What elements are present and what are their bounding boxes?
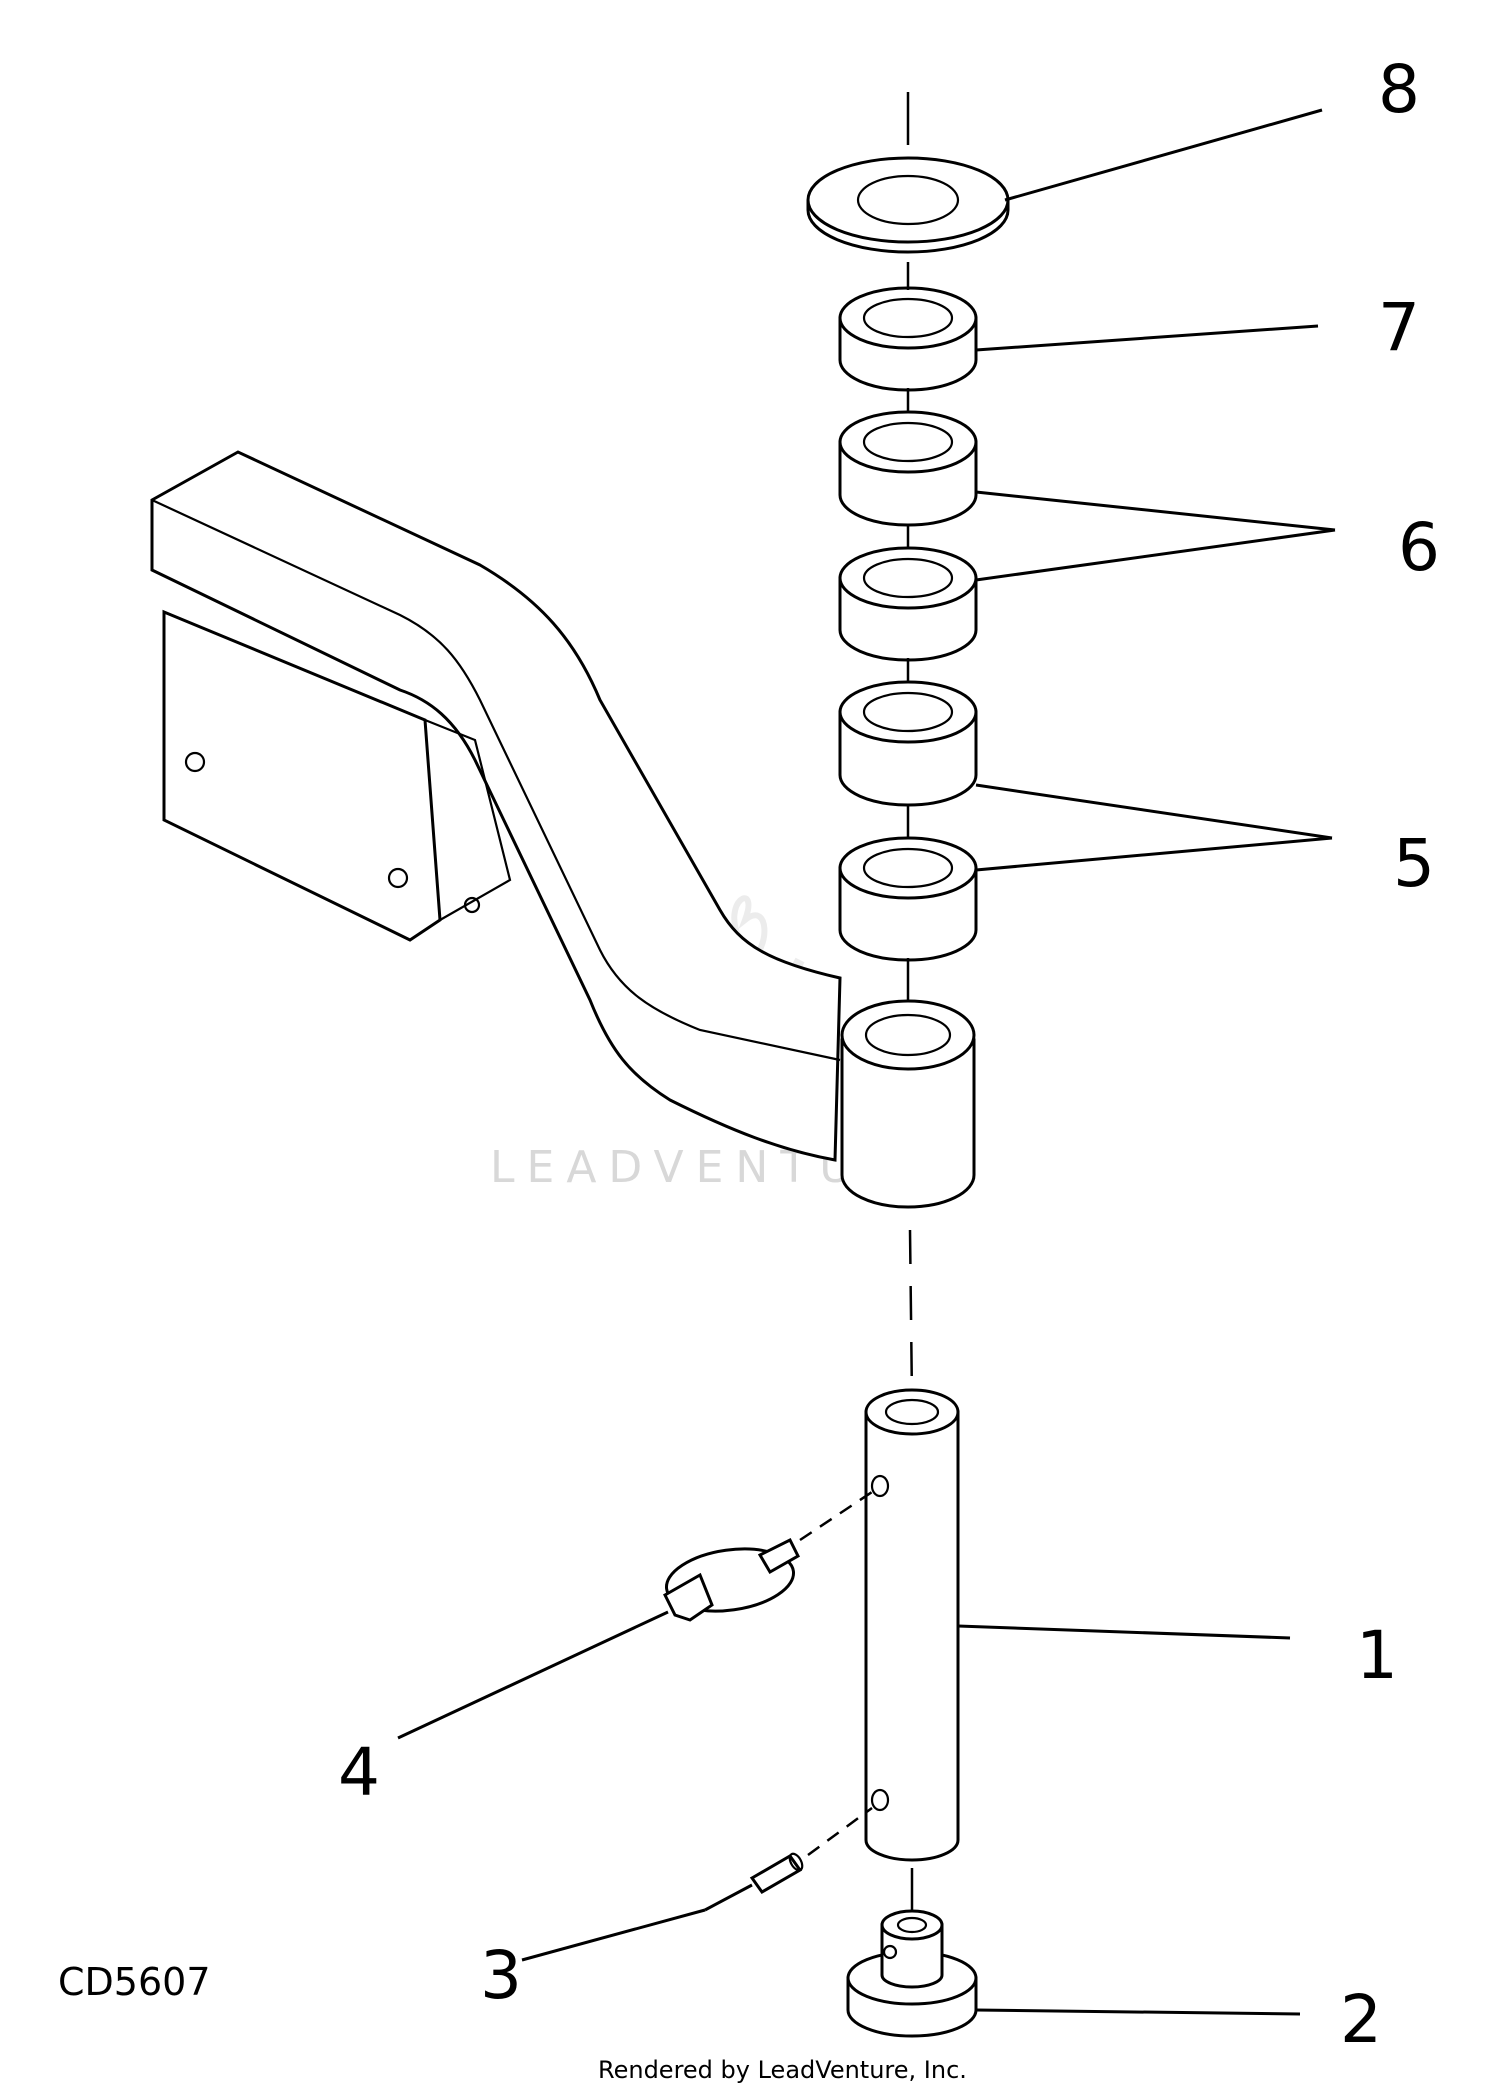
spacer-part-5b — [838, 836, 978, 962]
leader-6a — [975, 490, 1336, 532]
leader-2 — [975, 2008, 1301, 2016]
spacer-part-7 — [838, 286, 978, 392]
lynch-pin-part-4 — [663, 1488, 876, 1622]
leader-lines — [397, 108, 1336, 2016]
leader-1 — [957, 1624, 1291, 1640]
callout-4: 4 — [338, 1734, 380, 1811]
callout-5: 5 — [1393, 825, 1435, 902]
spacer-part-6a — [838, 410, 978, 527]
pin-head-part-2 — [846, 1909, 978, 2038]
assembly-axis — [906, 92, 914, 1910]
render-credit: Rendered by LeadVenture, Inc. — [598, 2056, 967, 2084]
leader-7 — [975, 324, 1319, 352]
callout-labels: 8 7 6 5 1 4 3 2 — [338, 51, 1440, 2058]
spacer-part-5a — [838, 680, 978, 807]
callout-3: 3 — [480, 1937, 522, 2014]
leader-5b — [975, 836, 1333, 872]
drawing-code: CD5607 — [58, 1960, 211, 2004]
callout-6: 6 — [1398, 509, 1440, 586]
callout-7: 7 — [1378, 289, 1420, 366]
leader-6b — [975, 528, 1336, 582]
callout-1: 1 — [1356, 1617, 1398, 1694]
callout-8: 8 — [1378, 51, 1420, 128]
leader-4 — [397, 1610, 669, 1740]
spacer-part-6b — [838, 546, 978, 662]
roll-pin-part-3 — [704, 1806, 873, 1912]
leader-5a — [975, 783, 1333, 840]
pin-shaft-part-1 — [864, 1388, 960, 1862]
arm-bushing — [840, 999, 976, 1209]
washer-part-8 — [806, 156, 1010, 254]
leader-8 — [1004, 108, 1323, 202]
leader-3 — [521, 1908, 706, 1962]
callout-2: 2 — [1340, 1981, 1382, 2058]
arm-bracket — [150, 450, 842, 1162]
